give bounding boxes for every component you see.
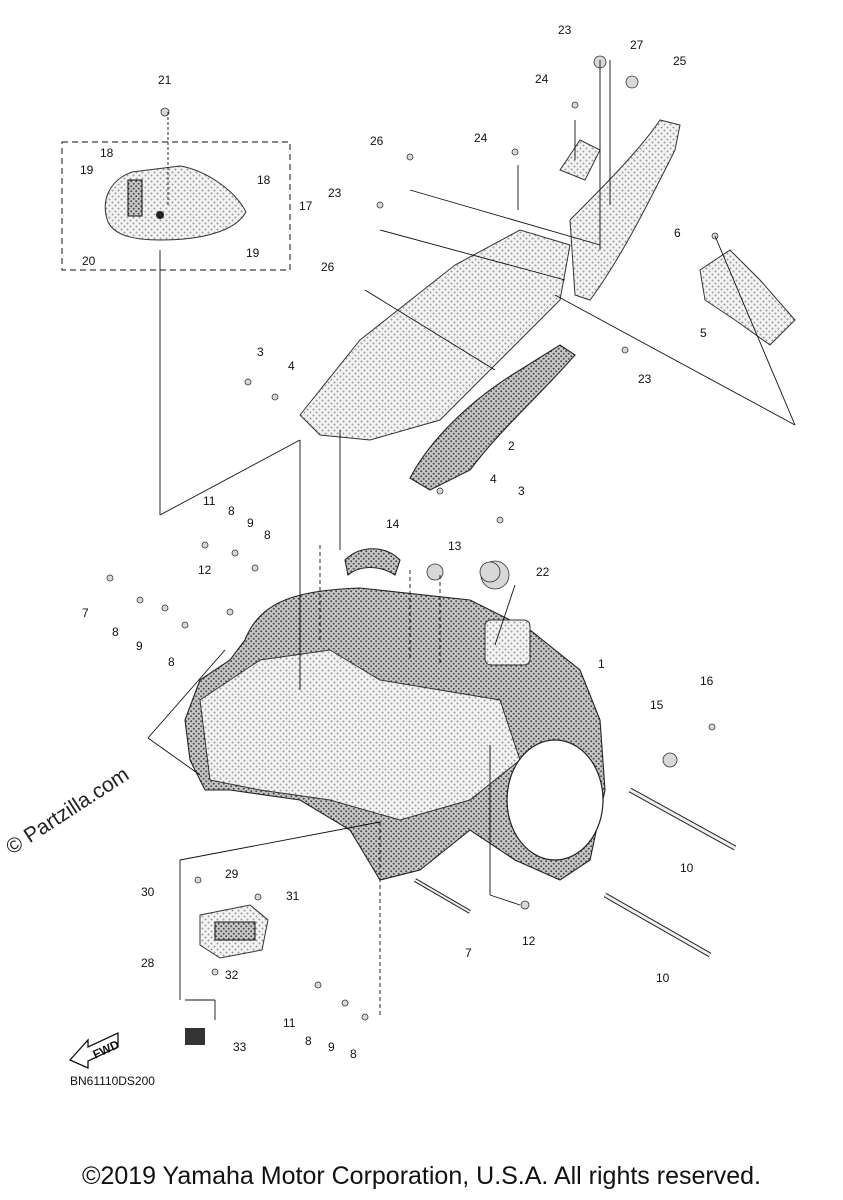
- callout-26: 26: [370, 134, 384, 148]
- callout-23: 23: [558, 23, 572, 37]
- callout-8: 8: [228, 504, 235, 518]
- callout-8: 8: [264, 528, 271, 542]
- callout-3: 3: [257, 345, 264, 359]
- callout-12: 12: [522, 934, 536, 948]
- callout-31: 31: [286, 889, 300, 903]
- callout-2: 2: [508, 439, 515, 453]
- callout-9: 9: [136, 639, 143, 653]
- callout-4: 4: [490, 472, 497, 486]
- callout-21: 21: [158, 73, 172, 87]
- callout-10: 10: [680, 861, 694, 875]
- sub-bracket-28: [199, 904, 269, 959]
- callout-11: 11: [203, 494, 216, 508]
- callout-11: 11: [283, 1016, 296, 1030]
- callout-8: 8: [168, 655, 175, 669]
- callout-17: 17: [299, 199, 313, 213]
- main-frame: [184, 548, 606, 881]
- callout-13: 13: [448, 539, 462, 553]
- leader-lines: [147, 60, 796, 1020]
- callout-3: 3: [518, 484, 525, 498]
- callout-9: 9: [247, 516, 254, 530]
- callout-19: 19: [246, 246, 260, 260]
- fwd-arrow-icon: FWD: [68, 1031, 122, 1070]
- callout-18: 18: [100, 146, 114, 160]
- upper-bracket-assembly: [299, 119, 681, 491]
- callout-15: 15: [650, 698, 664, 712]
- callout-8: 8: [112, 625, 119, 639]
- callout-7: 7: [465, 946, 472, 960]
- callout-24: 24: [535, 72, 549, 86]
- callout-28: 28: [141, 956, 155, 970]
- callout-19: 19: [80, 163, 94, 177]
- callout-23: 23: [638, 372, 652, 386]
- callout-6: 6: [674, 226, 681, 240]
- callout-4: 4: [288, 359, 295, 373]
- fwd-label: FWD: [91, 1037, 122, 1061]
- callouts: 1 2 3 3 4 4 5 6 7 7 8 8 8 8 9 9 9 10 10 …: [80, 23, 714, 1061]
- callout-29: 29: [225, 867, 239, 881]
- callout-14: 14: [386, 517, 400, 531]
- callout-9: 9: [328, 1040, 335, 1054]
- callout-33: 33: [233, 1040, 247, 1054]
- callout-26: 26: [321, 260, 335, 274]
- inset-group-17: [61, 141, 291, 271]
- callout-10: 10: [656, 971, 670, 985]
- callout-22: 22: [536, 565, 550, 579]
- callout-16: 16: [700, 674, 714, 688]
- copyright-notice: ©2019 Yamaha Motor Corporation, U.S.A. A…: [82, 1162, 761, 1190]
- diagram-code: BN61110DS200: [70, 1074, 155, 1088]
- callout-24: 24: [474, 131, 488, 145]
- callout-27: 27: [630, 38, 644, 52]
- callout-32: 32: [225, 968, 239, 982]
- callout-12: 12: [198, 563, 212, 577]
- callout-20: 20: [82, 254, 96, 268]
- callout-25: 25: [673, 54, 687, 68]
- callout-7: 7: [82, 606, 89, 620]
- callout-18: 18: [257, 173, 271, 187]
- bracket-5: [699, 249, 796, 346]
- callout-30: 30: [141, 885, 155, 899]
- callout-23: 23: [328, 186, 342, 200]
- callout-5: 5: [700, 326, 707, 340]
- callout-8: 8: [305, 1034, 312, 1048]
- hardware-items: [106, 55, 719, 1045]
- long-bolts-10: [413, 787, 737, 958]
- callout-8: 8: [350, 1047, 357, 1061]
- callout-1: 1: [598, 657, 605, 671]
